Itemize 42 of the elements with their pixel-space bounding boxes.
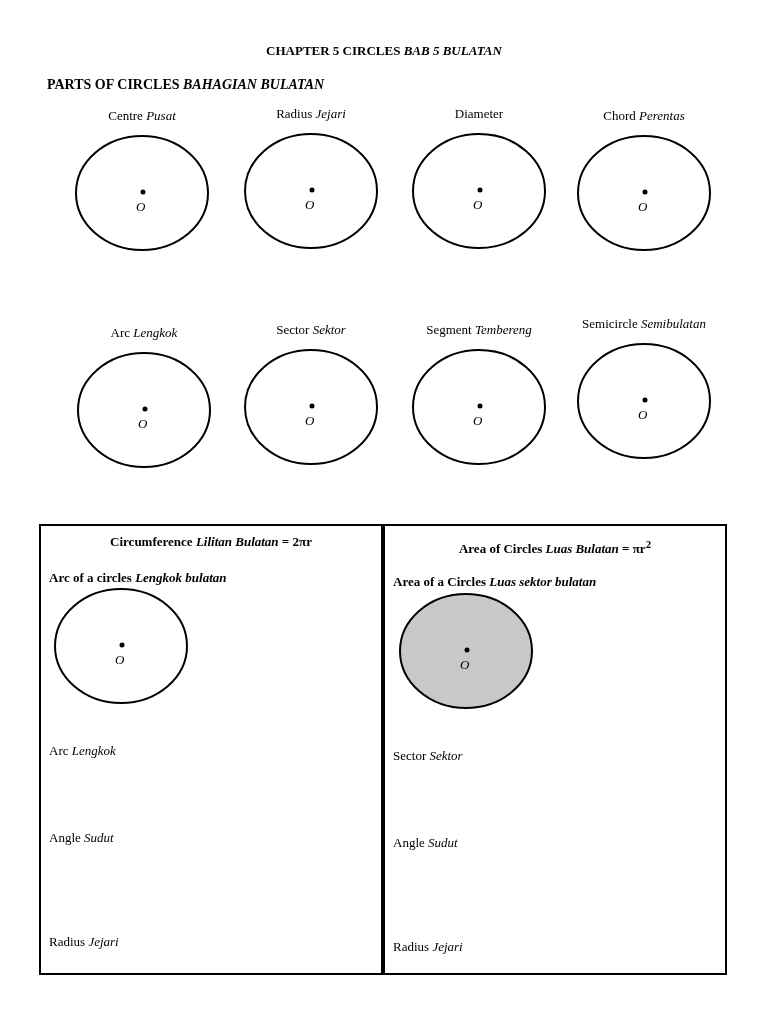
title: CHAPTER 5 CIRCLES BAB 5 BULATAN	[265, 43, 503, 59]
part-label: Radius Jejari	[49, 934, 119, 950]
part-label: Semicircle Semibulatan	[581, 316, 707, 332]
circle	[412, 349, 546, 465]
centre-label: O	[138, 416, 148, 432]
cell-heading: Area of Circles Luas Bulatan = πr$^{2}$	[457, 538, 653, 558]
part-label: Radius Jejari	[275, 106, 347, 122]
section-heading: PARTS OF CIRCLES BAHAGIAN BULATAN	[47, 77, 325, 93]
part-label: Arc Lengkok	[109, 325, 179, 341]
centre-label: O	[638, 199, 648, 215]
circle	[244, 133, 378, 249]
cell-heading: Area of a Circles Luas sektor bulatan	[393, 574, 597, 590]
part-label: Arc Lengkok	[49, 743, 116, 759]
part-label: Angle Sudut	[49, 830, 114, 846]
centre-label: O	[115, 652, 125, 668]
centre-label: O	[473, 197, 483, 213]
centre-label: O	[473, 413, 483, 429]
circle	[577, 343, 711, 459]
table-cell	[383, 524, 727, 975]
part-label: Sector Sektor	[275, 322, 347, 338]
circle	[577, 135, 711, 251]
circle	[54, 588, 188, 704]
circle	[244, 349, 378, 465]
part-label: Centre Pusat	[107, 108, 177, 124]
centre-label: O	[638, 407, 648, 423]
table-cell	[39, 524, 383, 975]
centre-label: O	[305, 413, 315, 429]
circle	[412, 133, 546, 249]
part-label: Segment Tembereng	[425, 322, 533, 338]
part-label: Sector Sektor	[393, 748, 463, 764]
circle	[399, 593, 533, 709]
part-label: Diameter	[453, 106, 505, 122]
centre-label: O	[460, 657, 470, 673]
circle	[77, 352, 211, 468]
part-label: Radius Jejari	[393, 939, 463, 955]
part-label: Chord Perentas	[602, 108, 686, 124]
cell-heading: Arc of a circles Lengkok bulatan	[49, 570, 227, 586]
centre-label: O	[136, 199, 146, 215]
circle	[75, 135, 209, 251]
part-label: Angle Sudut	[393, 835, 458, 851]
centre-label: O	[305, 197, 315, 213]
cell-heading: Circumference Lilitan Bulatan = 2πr	[109, 534, 313, 550]
